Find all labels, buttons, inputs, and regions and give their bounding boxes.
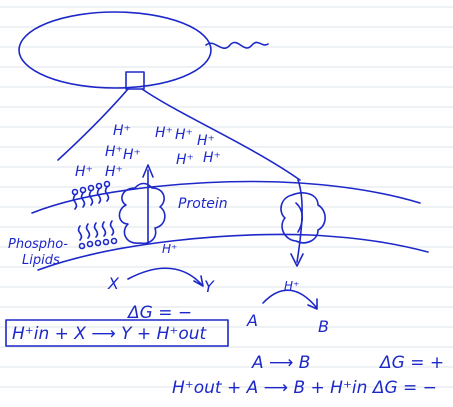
- proton-ion: H⁺: [197, 133, 215, 149]
- zoom-region-marker: [125, 71, 145, 90]
- boxed-equation: H⁺in + X ⟶ Y + H⁺out: [12, 324, 207, 344]
- reactant-a: A: [246, 311, 258, 330]
- carrier-protein: [280, 192, 326, 244]
- ab-delta-g: ΔG = +: [378, 353, 444, 373]
- protein-label: Protein: [178, 196, 228, 212]
- channel-protein: [118, 182, 166, 245]
- proton-ion: H⁺: [175, 127, 193, 143]
- membrane-outer-line: [31, 180, 421, 214]
- equation-box: [5, 319, 229, 347]
- cell-body-outline: [18, 11, 212, 89]
- reactant-x: X: [107, 274, 120, 293]
- proton-below-channel: H⁺: [162, 242, 177, 256]
- proton-path-right: [290, 179, 304, 267]
- protein-channel-arrow: [142, 164, 154, 244]
- phospholipids-label-line2: Lipids: [22, 253, 60, 268]
- proton-ion: H⁺: [123, 147, 141, 163]
- x-to-y-arrow: [127, 267, 204, 287]
- coupled-equation: H⁺out + A ⟶ B + H⁺in ΔG = −: [172, 378, 437, 398]
- proton-ion: H⁺: [105, 164, 123, 180]
- zoom-line-left: [57, 88, 129, 161]
- a-to-b-arrow: [262, 289, 318, 310]
- product-y: Y: [204, 277, 215, 296]
- proton-cluster: H⁺ H⁺ H⁺ H⁺ H⁺ H⁺ H⁺ H⁺ H⁺ H⁺: [75, 123, 221, 180]
- phospholipids-label-line1: Phospho-: [8, 237, 68, 252]
- delta-g-xy: ΔG = −: [126, 303, 192, 323]
- proton-ion: H⁺: [105, 144, 123, 160]
- ab-reaction: A ⟶ B: [251, 353, 310, 373]
- proton-ion: H⁺: [75, 164, 93, 180]
- membrane-inner-line: [37, 233, 429, 271]
- proton-ion: H⁺: [176, 152, 194, 168]
- proton-ion: H⁺: [113, 123, 131, 139]
- flagellum: [205, 41, 269, 50]
- proton-ion: H⁺: [203, 150, 221, 166]
- zoom-line-right: [141, 88, 301, 181]
- phospholipids: [71, 180, 118, 250]
- proton-ion: H⁺: [155, 125, 173, 141]
- product-b: B: [318, 317, 329, 336]
